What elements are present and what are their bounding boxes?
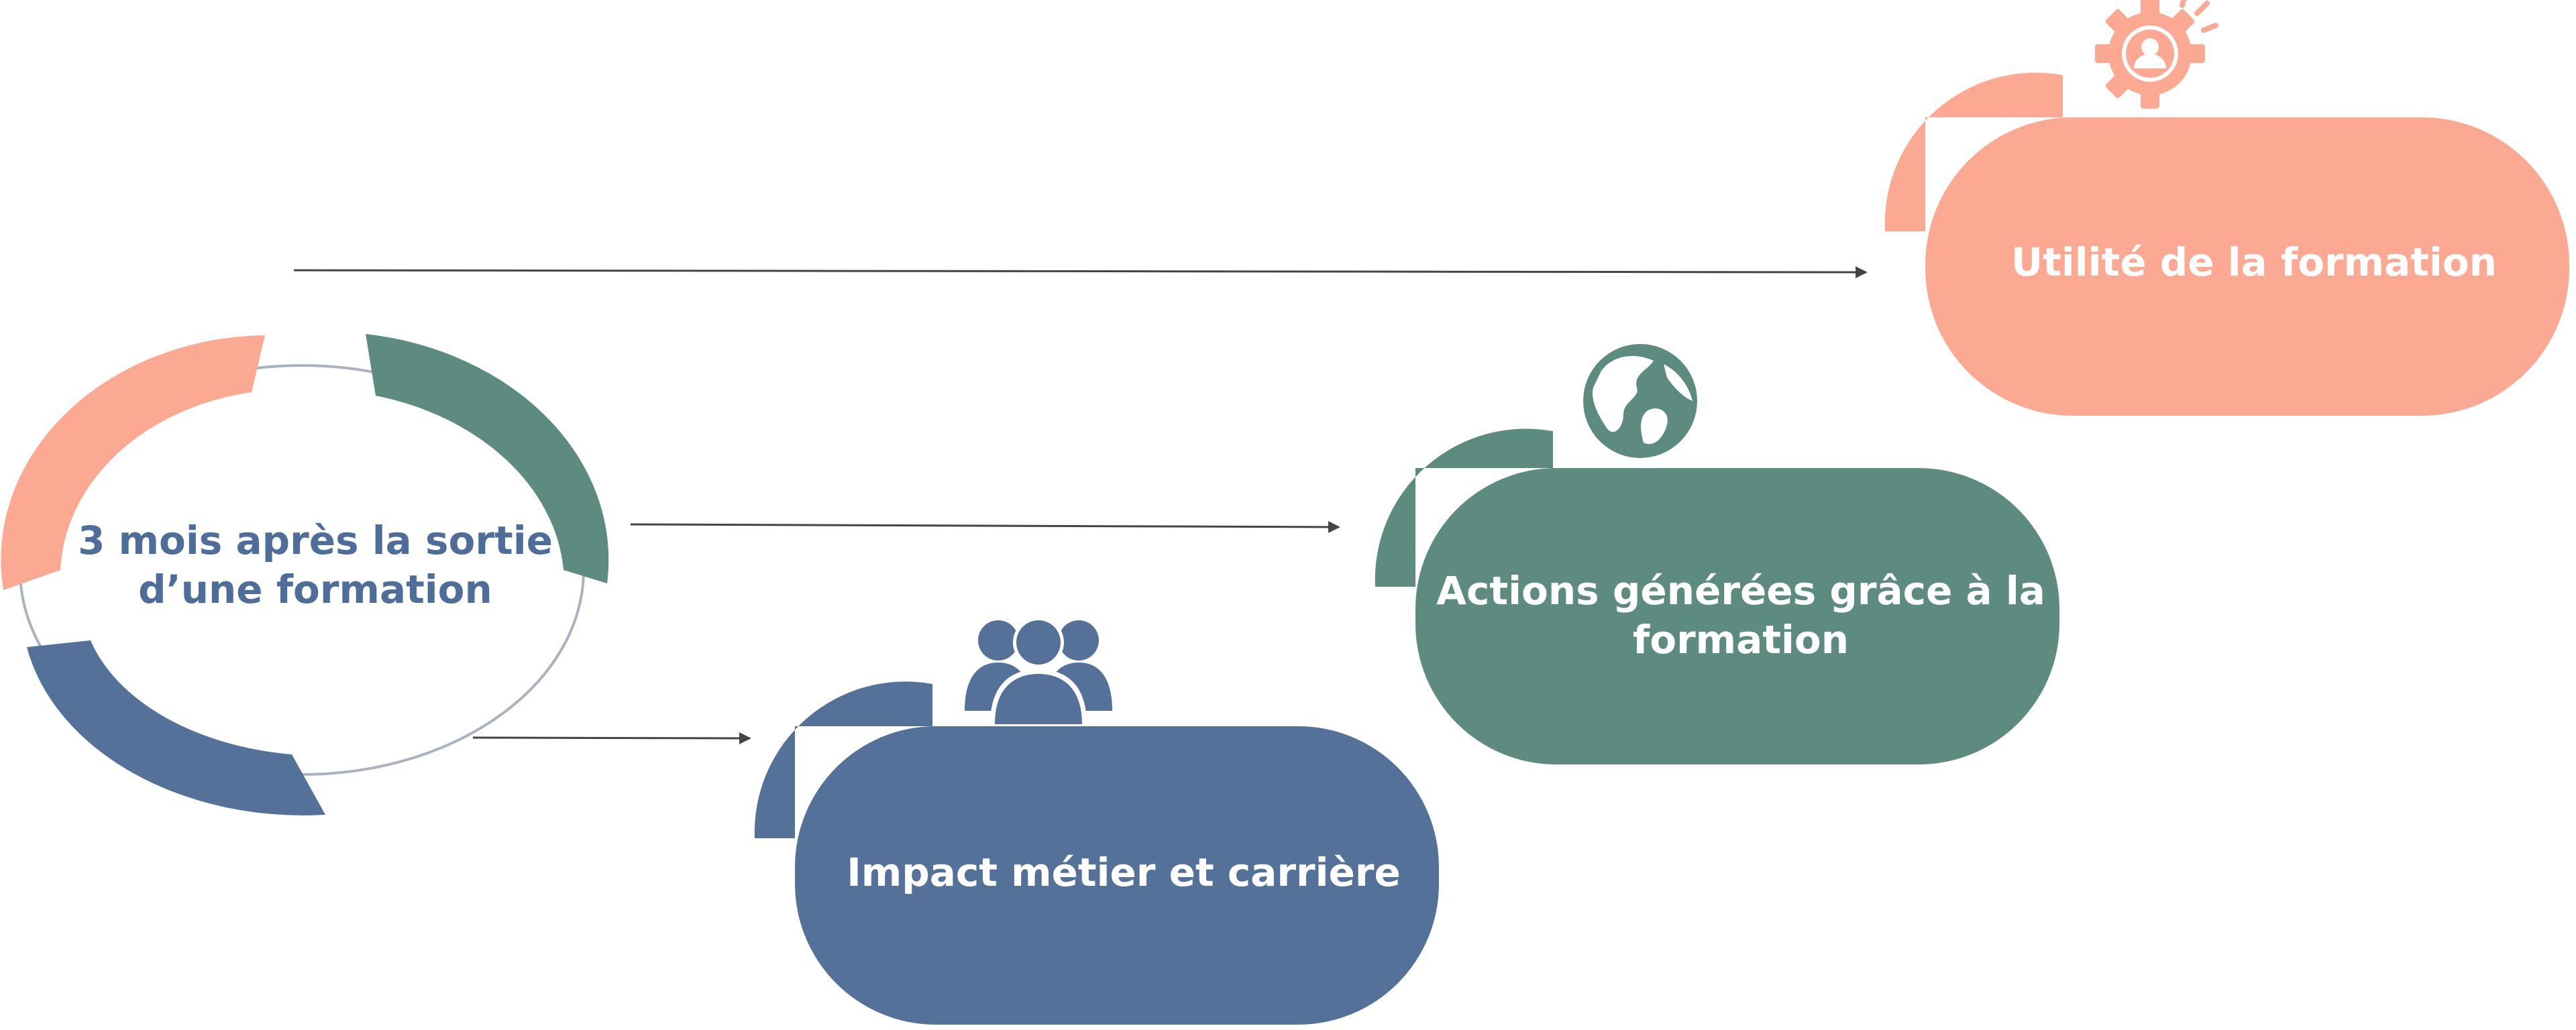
group-icon — [965, 617, 1112, 724]
card-actions-label: Actions générées grâce à la formation — [1436, 568, 2045, 663]
card-impact-tab — [754, 681, 932, 838]
card-impact — [754, 617, 1439, 1025]
cycle-arc-green — [366, 334, 609, 583]
card-actions-body — [1415, 468, 2059, 764]
cycle-ring — [1, 334, 609, 815]
globe-icon — [1583, 344, 1697, 458]
cycle-arc-salmon — [1, 335, 265, 590]
card-utilite-label: Utilité de la formation — [2011, 239, 2497, 285]
card-utilite-tab — [1884, 72, 2063, 231]
arrow-to-actions — [630, 520, 1340, 533]
center-label: 3 mois après la sortie d’une formation — [78, 518, 553, 612]
card-utilite — [1884, 0, 2569, 416]
gear-person-icon — [2095, 0, 2218, 109]
card-actions-tab — [1375, 428, 1553, 587]
card-impact-tab-gap — [932, 684, 959, 726]
card-actions-tab-gap — [1553, 431, 1580, 468]
card-utilite-tab-gap — [2063, 75, 2090, 117]
card-impact-label: Impact métier et carrière — [847, 850, 1401, 895]
card-utilite-body — [1925, 117, 2569, 416]
arrows — [293, 266, 1868, 744]
card-actions — [1375, 344, 2059, 764]
card-impact-body — [795, 726, 1439, 1025]
arrow-to-utilite — [293, 266, 1868, 278]
cycle-arc-blue — [27, 640, 325, 815]
